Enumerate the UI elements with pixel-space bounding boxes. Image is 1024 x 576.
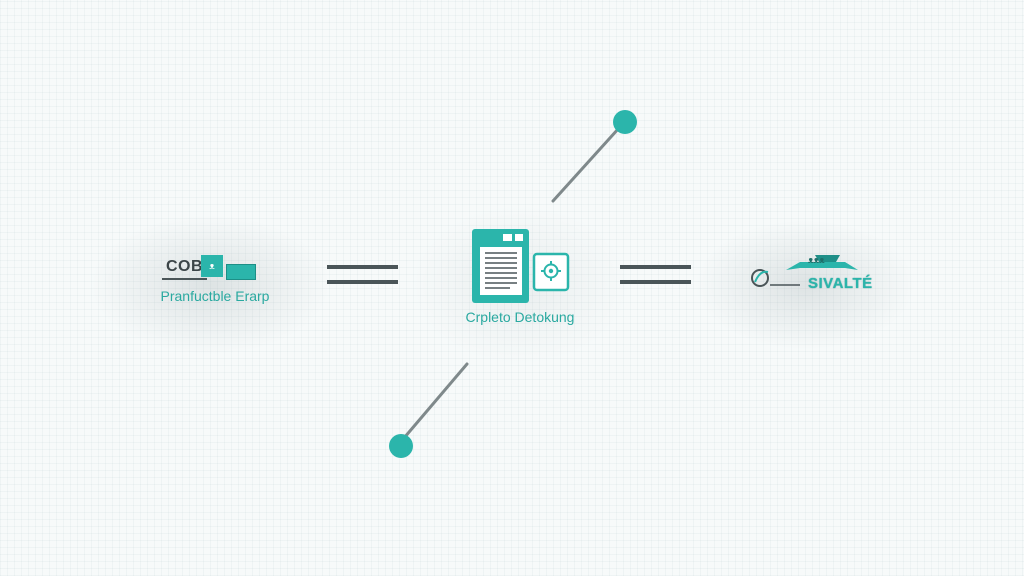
right-equals-connector [620,265,691,284]
bottom-connector-line [402,362,469,440]
center-node-label: Crpleto Detokung [465,309,575,325]
left-node-logo-text: COB [166,258,204,275]
leaf-icon [751,269,800,287]
top-connector-dot[interactable] [613,110,637,134]
wings-icon [786,255,858,270]
top-connector-line [551,126,621,203]
right-node-label: SIVALTÉ [808,275,873,292]
document-icon [472,229,529,303]
left-node-logo: COB [162,256,208,280]
left-node-logo-tile: ᴥ [201,255,223,277]
left-equals-connector [327,265,398,284]
left-node-card-icon [226,264,256,280]
bottom-connector-dot[interactable] [389,434,413,458]
left-node-label: Pranfuctble Erarp [160,288,270,304]
gear-icon [532,252,570,292]
right-node-badge: ᴥᴥᴥ [808,255,825,265]
